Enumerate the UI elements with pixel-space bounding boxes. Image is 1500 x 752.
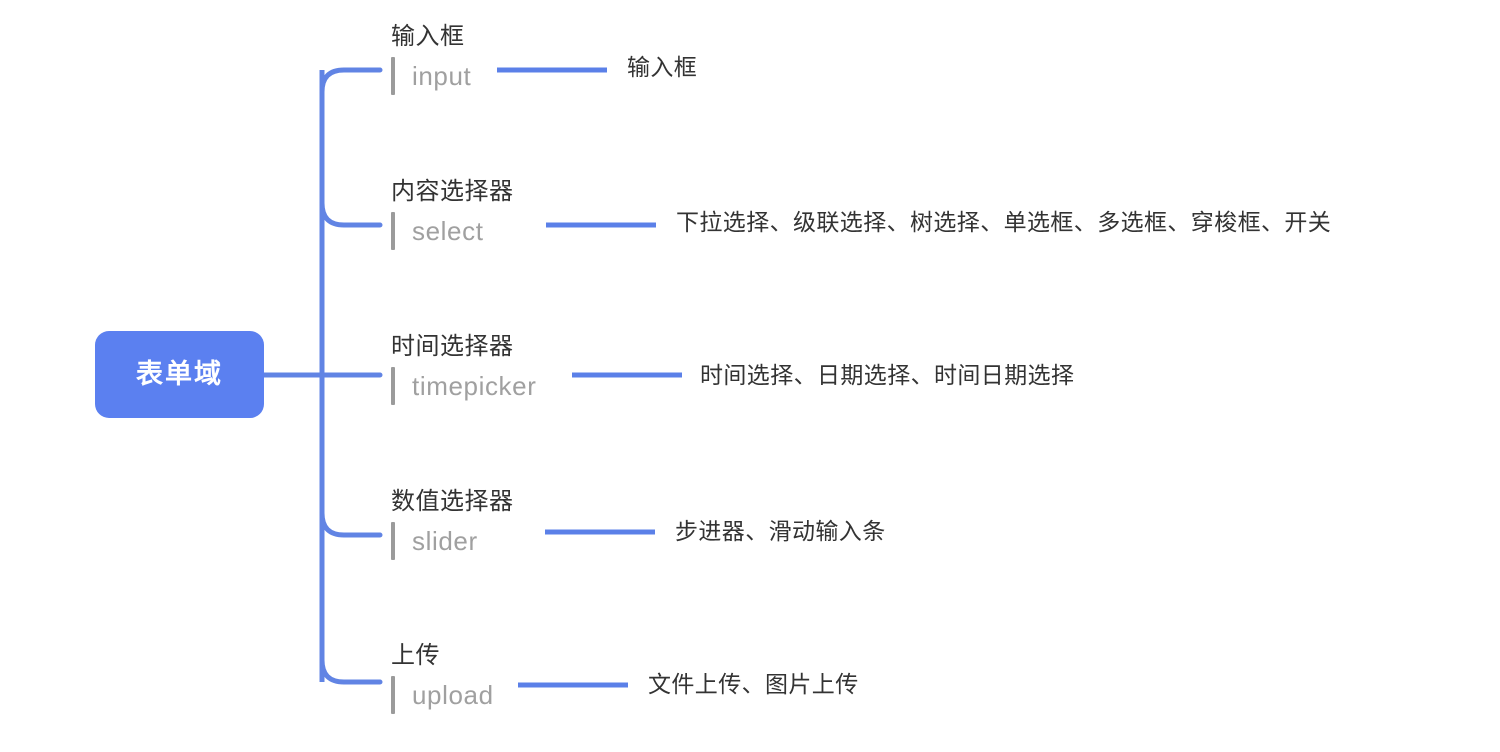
branch-title-input: 输入框 [391, 23, 465, 50]
accent-bar-icon [391, 211, 395, 250]
leaf-node-slider[interactable]: 步进器、滑动输入条 [675, 518, 886, 544]
branch-line-upload [319, 657, 383, 685]
accent-bar-icon [391, 521, 395, 560]
leaf-node-input[interactable]: 输入框 [627, 54, 698, 80]
branch-subtitle-input: input [412, 60, 472, 91]
branch-line-select [319, 200, 383, 228]
branch-title-timepicker: 时间选择器 [391, 333, 514, 360]
branch-subtitle-row-timepicker: timepicker [391, 366, 721, 406]
branch-subtitle-timepicker: timepicker [412, 370, 537, 401]
branch-subtitle-row-input: input [391, 56, 721, 96]
branch-line-input [319, 67, 383, 95]
branch-title-upload: 上传 [391, 642, 440, 669]
branch-subtitle-row-upload: upload [391, 675, 721, 715]
branch-subtitle-slider: slider [412, 525, 478, 556]
branch-node-timepicker[interactable]: 时间选择器 timepicker [391, 334, 721, 406]
accent-bar-icon [391, 366, 395, 405]
branch-subtitle-select: select [412, 215, 484, 246]
branch-title-slider: 数值选择器 [391, 488, 514, 515]
branch-subtitle-upload: upload [412, 679, 494, 710]
branch-subtitle-row-slider: slider [391, 521, 721, 561]
branch-node-select[interactable]: 内容选择器 select [391, 179, 721, 251]
branch-title-select: 内容选择器 [391, 178, 514, 205]
leaf-node-timepicker[interactable]: 时间选择、日期选择、时间日期选择 [700, 362, 1075, 388]
branch-subtitle-row-select: select [391, 211, 721, 251]
branch-node-input[interactable]: 输入框 input [391, 24, 721, 96]
leaf-node-upload[interactable]: 文件上传、图片上传 [648, 671, 859, 697]
root-node[interactable]: 表单域 [95, 331, 264, 418]
root-node-label: 表单域 [136, 359, 223, 389]
branch-node-upload[interactable]: 上传 upload [391, 643, 721, 715]
leaf-node-select[interactable]: 下拉选择、级联选择、树选择、单选框、多选框、穿梭框、开关 [676, 209, 1332, 235]
branch-node-slider[interactable]: 数值选择器 slider [391, 489, 721, 561]
accent-bar-icon [391, 56, 395, 95]
branch-line-slider [319, 510, 383, 538]
accent-bar-icon [391, 675, 395, 714]
